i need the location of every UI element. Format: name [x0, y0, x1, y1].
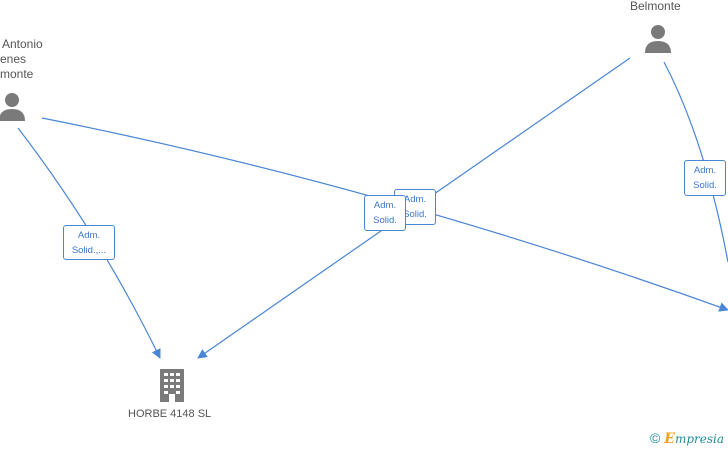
edge-badge[interactable]: Adm. Solid. — [364, 195, 406, 231]
copyright-symbol: © — [650, 430, 661, 446]
building-icon[interactable] — [157, 368, 187, 402]
person-icon[interactable] — [644, 24, 672, 54]
person-left-label: Antonio enes monte — [0, 37, 43, 81]
person-icon[interactable] — [0, 92, 26, 122]
company-label[interactable]: HORBE 4148 SL — [128, 408, 212, 420]
person-right-label: Belmonte — [630, 0, 681, 13]
brand-logo[interactable]: Empresia — [664, 431, 724, 447]
edge-badge[interactable]: Adm. Solid. — [684, 160, 726, 196]
edge-right-person-to-offscreen — [663, 61, 728, 263]
edge-badge[interactable]: Adm. Solid.,... — [63, 225, 115, 260]
